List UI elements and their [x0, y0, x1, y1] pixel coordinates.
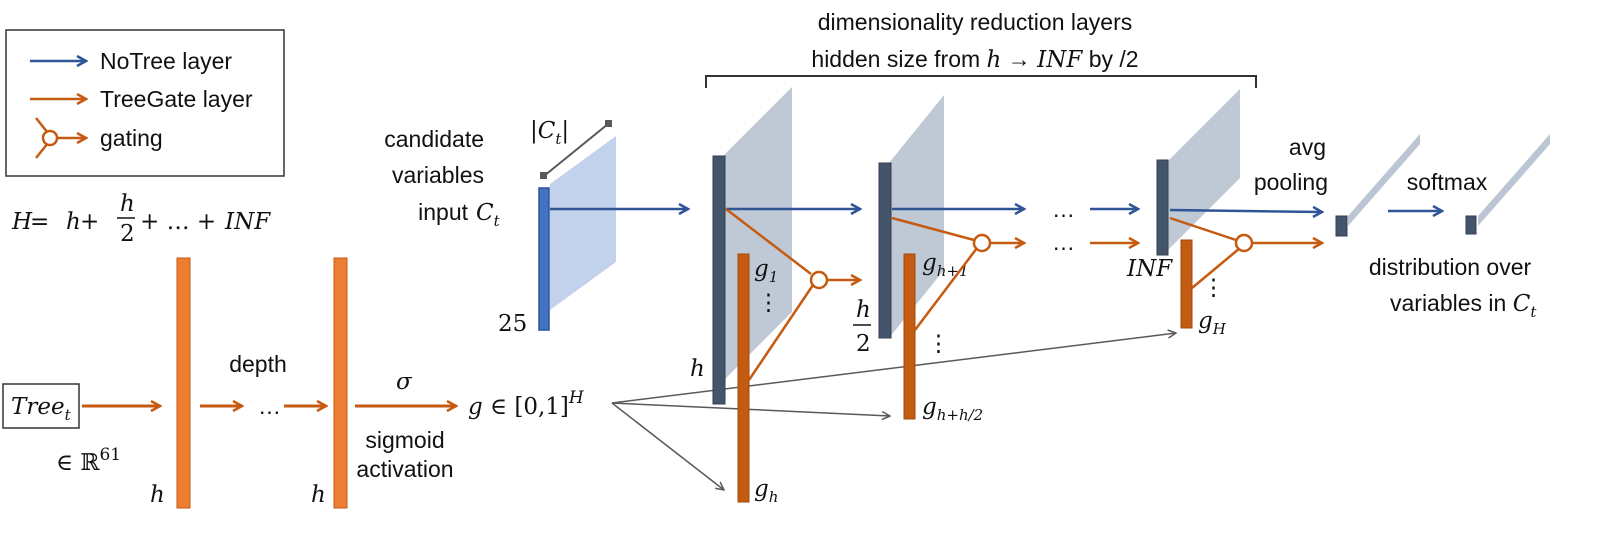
layer2-gating-node	[972, 233, 992, 253]
inf-bar	[1156, 159, 1169, 256]
layer1-treegate-in	[725, 208, 812, 275]
fanout-to-ghh2	[611, 402, 890, 416]
input-cardinality-label: |Ct|	[530, 118, 569, 148]
intermediate-layers-ellipsis: … …	[1052, 196, 1138, 255]
layer2-gate-in	[914, 247, 978, 331]
ellipsis-top: …	[1052, 196, 1075, 222]
input-bar	[538, 187, 550, 331]
sigma-label: σ	[396, 369, 413, 395]
gate-fanout	[611, 333, 1176, 490]
tree-layer1-bar	[176, 257, 191, 509]
g1-label: g1	[754, 256, 778, 286]
layer2-h-num: h	[856, 297, 871, 323]
gate-vector-label: g ∈ [0,1]H	[468, 388, 585, 420]
depth-ellipsis: …	[258, 393, 281, 419]
legend: NoTree layer TreeGate layer gating	[5, 29, 285, 177]
tree-layer2-bar	[333, 257, 348, 509]
candidate-input: candidate variables input Ct |Ct| 25	[384, 118, 616, 337]
header-line1: dimensionality reduction layers	[818, 9, 1133, 35]
fanout-to-gH	[611, 333, 1176, 404]
legend-gating-label: gating	[100, 125, 163, 151]
distribution-line2: variables in Ct	[1390, 290, 1537, 321]
output-plane	[1478, 134, 1550, 226]
layer1-bar	[712, 155, 726, 405]
formula-frac-num: h	[120, 191, 135, 217]
avg-pooling-line2: pooling	[1254, 169, 1328, 195]
tree-layer1-h: h	[150, 482, 165, 508]
input-plane	[550, 136, 616, 310]
ghp1-vdots: ⋮	[927, 331, 950, 357]
input-cardinality-line	[543, 123, 609, 177]
gH-vdots: ⋮	[1202, 275, 1225, 301]
formula-h: h	[66, 209, 81, 235]
input-size-25: 25	[498, 311, 527, 337]
tree-dim-label: ∈ ℝ61	[56, 445, 121, 476]
fanout-to-gh	[611, 402, 724, 490]
total-size-formula: H = h + h 2 + … + INF	[11, 191, 271, 247]
inf-notree-arrow	[1169, 210, 1322, 212]
inf-treegate-in	[1169, 216, 1237, 242]
input-cardinality-end1	[540, 172, 547, 179]
layer2-plane	[889, 95, 944, 338]
g1-vdots: ⋮	[757, 290, 780, 316]
formula-frac-den: 2	[120, 221, 135, 247]
formula-inf: INF	[224, 209, 271, 235]
input-label-line1: candidate	[384, 126, 484, 152]
header-bracket	[705, 75, 1257, 88]
layer2-h-den: 2	[856, 331, 871, 357]
header-line2: hidden size from h → INF by /2	[811, 46, 1138, 73]
pooled-plane	[1348, 134, 1420, 226]
layer1-gate-bar	[737, 253, 750, 503]
input-label-line2: variables	[392, 162, 484, 188]
reduction-layer-1: h g1 ⋮ gh	[550, 87, 860, 506]
sigmoid-label-line1: sigmoid	[365, 427, 444, 453]
tree-branch: Treet ∈ ℝ61 h depth … h σ sigmoid activa…	[2, 257, 585, 509]
output-section: avg pooling softmax distribution over va…	[1254, 134, 1550, 321]
legend-notree-label: NoTree layer	[100, 48, 232, 74]
depth-label: depth	[229, 351, 287, 377]
layer1-gating-node	[809, 270, 829, 290]
gating-icon	[35, 117, 86, 159]
layer2-treegate-in	[891, 216, 975, 242]
reduction-layer-inf: INF ⋮ gH	[1126, 89, 1322, 338]
inf-plane	[1166, 89, 1240, 252]
formula-plus2: + … +	[140, 209, 216, 235]
output-bar	[1465, 215, 1477, 235]
gh-label: gh	[754, 476, 778, 506]
softmax-label: softmax	[1407, 169, 1488, 195]
legend-treegate-label: TreeGate layer	[100, 86, 253, 112]
distribution-line1: distribution over	[1369, 254, 1532, 280]
inf-label: INF	[1126, 256, 1173, 282]
tree-input-label: Treet	[11, 394, 72, 424]
layer1-gate-in	[747, 284, 815, 381]
formula-H: H	[11, 209, 33, 235]
ellipsis-bottom: …	[1052, 229, 1075, 255]
ghp1-label: gh+1	[922, 250, 969, 280]
reduction-layer-2: h 2 gh+1 ⋮ gh+h/2	[853, 95, 1024, 424]
tree-input-box	[2, 383, 80, 429]
pooled-bar	[1335, 215, 1348, 237]
ghh2-label: gh+h/2	[922, 394, 983, 424]
inf-gate-bar	[1180, 239, 1193, 329]
inf-gate-in	[1191, 247, 1241, 289]
inf-gating-node	[1234, 233, 1254, 253]
dimensionality-reduction-header: dimensionality reduction layers hidden s…	[705, 9, 1257, 88]
input-label-line3: input	[418, 199, 468, 225]
layer2-bar	[878, 162, 892, 339]
gH-label: gH	[1198, 308, 1227, 338]
sigmoid-label-line2: activation	[356, 456, 453, 482]
formula-eq: =	[30, 209, 49, 235]
avg-pooling-line1: avg	[1289, 134, 1326, 160]
layer1-h-label: h	[690, 356, 705, 382]
input-cardinality-end2	[605, 120, 612, 127]
formula-plus1: +	[80, 209, 99, 235]
input-Ct-label: Ct	[476, 200, 501, 230]
tree-layer2-h: h	[311, 482, 326, 508]
layer2-gate-bar	[903, 253, 916, 420]
legend-box	[5, 29, 285, 177]
